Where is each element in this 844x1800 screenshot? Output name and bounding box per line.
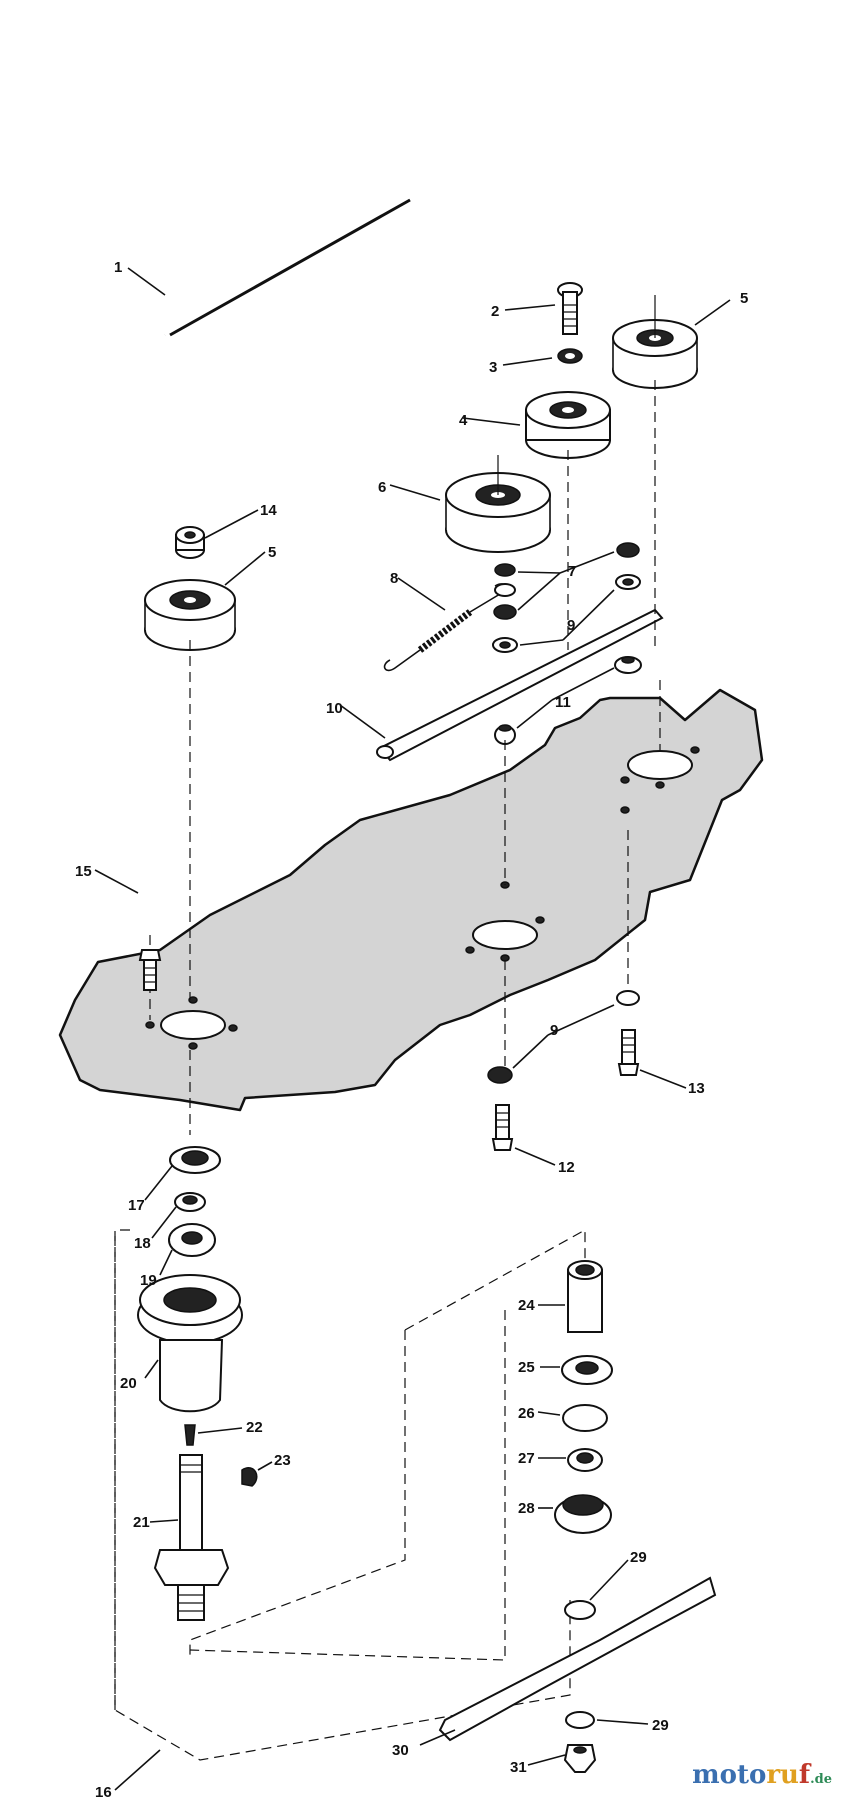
arm-hardware [492, 542, 642, 745]
pulley-middle [445, 455, 551, 553]
washer-lower-center [487, 1066, 513, 1084]
callout-23: 23 [274, 1452, 291, 1469]
watermark-suffix: .de [810, 1772, 832, 1787]
callout-4: 4 [459, 412, 468, 429]
callout-5-left: 5 [268, 544, 276, 561]
callout-28: 28 [518, 1500, 535, 1517]
pulley-left [144, 579, 236, 651]
watermark-part3: f [798, 1760, 811, 1790]
washer-29-upper [564, 1600, 596, 1620]
mower-blade [438, 1576, 717, 1742]
callout-12: 12 [558, 1159, 575, 1176]
callout-15: 15 [75, 863, 92, 880]
carriage-bolt [557, 282, 583, 335]
idler-arm [376, 608, 664, 762]
assembly-centerlines [149, 380, 661, 1135]
callout-7: 7 [568, 563, 576, 580]
callout-8: 8 [390, 570, 398, 587]
callout-24: 24 [518, 1297, 535, 1314]
callout-19: 19 [140, 1272, 157, 1289]
bolt-12 [491, 1104, 514, 1151]
watermark-logo: motoruf.de [692, 1760, 832, 1790]
callout-18: 18 [134, 1235, 151, 1252]
tension-spring [383, 583, 507, 672]
mower-deck [58, 688, 764, 1112]
idler-pulley [525, 391, 611, 459]
callout-9-upper: 9 [567, 617, 575, 634]
watermark-part2: ru [766, 1760, 799, 1790]
callout-20: 20 [120, 1375, 137, 1392]
blade-nut [563, 1744, 597, 1773]
bearing-27 [567, 1448, 603, 1472]
callout-17: 17 [128, 1197, 145, 1214]
callout-22: 22 [246, 1419, 263, 1436]
watermark-part1: moto [692, 1760, 767, 1790]
grease-fitting [184, 1424, 196, 1446]
callout-16: 16 [95, 1784, 112, 1800]
bearing-25 [561, 1355, 613, 1385]
callout-26: 26 [518, 1405, 535, 1422]
spindle-bearings [168, 1146, 221, 1257]
callout-30: 30 [392, 1742, 409, 1759]
leader-lines [94, 267, 731, 1791]
callout-2: 2 [491, 303, 499, 320]
callout-9-lower: 9 [550, 1022, 558, 1039]
washer [557, 348, 583, 364]
callout-5-right: 5 [740, 290, 748, 307]
callout-1: 1 [114, 259, 122, 276]
callout-29-upper: 29 [630, 1549, 647, 1566]
spacer-tube [567, 1260, 603, 1333]
callout-31: 31 [510, 1759, 527, 1776]
callout-labels: 1 2 3 4 5 6 14 5 8 7 9 10 11 15 9 13 12 … [75, 259, 748, 1800]
callout-6: 6 [378, 479, 386, 496]
bolt-left [138, 949, 162, 991]
hex-nut-left [175, 526, 205, 559]
bolt-13 [617, 1029, 640, 1076]
bearing-housing [554, 1494, 612, 1534]
callout-3: 3 [489, 359, 497, 376]
washer-29-lower [565, 1711, 595, 1729]
v-belt [148, 51, 691, 359]
assembly-outline [114, 1228, 586, 1761]
pulley-right [612, 295, 698, 389]
spindle-housing [137, 1274, 243, 1413]
washer-lower-right [616, 990, 640, 1006]
callout-29-lower: 29 [652, 1717, 669, 1734]
callout-11: 11 [555, 694, 571, 711]
snap-ring [562, 1404, 608, 1432]
callout-10: 10 [326, 700, 343, 717]
callout-21: 21 [133, 1514, 150, 1531]
callout-13: 13 [688, 1080, 705, 1097]
callout-14: 14 [260, 502, 277, 519]
callout-25: 25 [518, 1359, 535, 1376]
spindle-shaft [153, 1454, 230, 1621]
woodruff-key [241, 1467, 258, 1487]
deck-holes [145, 746, 700, 1050]
callout-27: 27 [518, 1450, 535, 1467]
